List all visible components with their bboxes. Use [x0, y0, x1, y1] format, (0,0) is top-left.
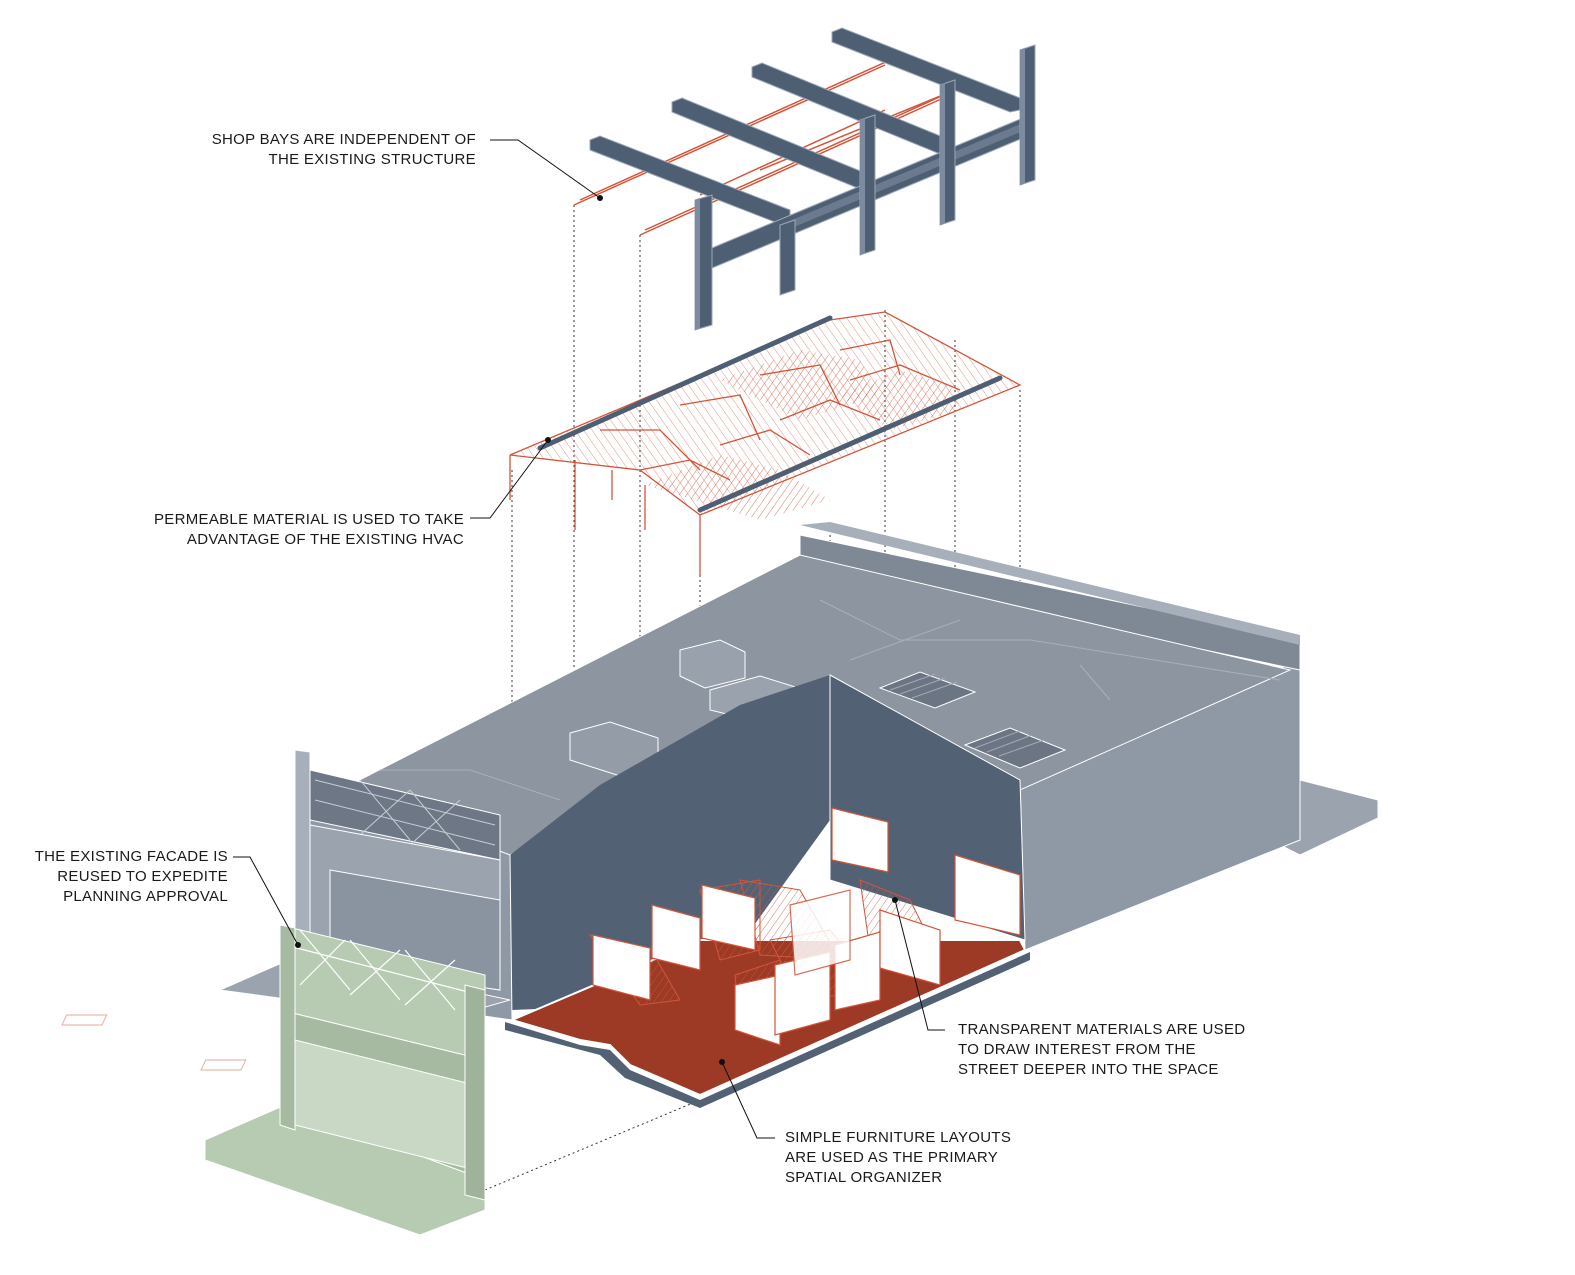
annotation-structure: SHOP BAYS ARE INDEPENDENT OF THE EXISTIN… — [170, 130, 476, 170]
annotation-line: TO DRAW INTEREST FROM THE — [958, 1041, 1196, 1058]
leader-furniture — [721, 1061, 775, 1139]
annotation-line: SIMPLE FURNITURE LAYOUTS — [785, 1129, 1012, 1146]
annotation-line: ADVANTAGE OF THE EXISTING HVAC — [186, 531, 464, 548]
rear-parapet-top — [800, 522, 1300, 645]
leader-structure — [490, 139, 601, 199]
annotation-line: REUSED TO EXPEDITE — [57, 868, 228, 885]
reused-facade — [204, 924, 486, 1236]
annotation-line: TRANSPARENT MATERIALS ARE USED — [958, 1021, 1246, 1038]
annotation-line: ARE USED AS THE PRIMARY — [785, 1149, 999, 1166]
annotation-line: SHOP BAYS ARE INDEPENDENT OF — [211, 131, 476, 148]
leader-dots — [295, 195, 898, 1065]
leader-lines — [233, 139, 945, 1139]
annotation-facade: THE EXISTING FACADE IS REUSED TO EXPEDIT… — [10, 847, 228, 907]
annotation-line: STREET DEEPER INTO THE SPACE — [958, 1061, 1219, 1078]
annotation-line: PLANNING APPROVAL — [63, 888, 228, 905]
annotation-line: THE EXISTING FACADE IS — [34, 848, 228, 865]
annotation-furniture: SIMPLE FURNITURE LAYOUTS ARE USED AS THE… — [785, 1128, 1045, 1188]
floor-edge — [505, 952, 1030, 1108]
annotation-transparent: TRANSPARENT MATERIALS ARE USED TO DRAW I… — [958, 1020, 1258, 1080]
leader-canopy — [470, 439, 549, 519]
steel-structure — [573, 27, 1036, 331]
leader-transparent — [894, 899, 945, 1031]
roof-vents — [878, 671, 1067, 769]
annotation-line: PERMEABLE MATERIAL IS USED TO TAKE — [153, 511, 464, 528]
permeable-canopy — [509, 311, 1022, 575]
annotation-line: SPATIAL ORGANIZER — [785, 1169, 943, 1186]
leader-facade — [233, 856, 299, 946]
annotation-canopy: PERMEABLE MATERIAL IS USED TO TAKE ADVAN… — [110, 510, 464, 550]
annotation-line: THE EXISTING STRUCTURE — [268, 151, 476, 168]
